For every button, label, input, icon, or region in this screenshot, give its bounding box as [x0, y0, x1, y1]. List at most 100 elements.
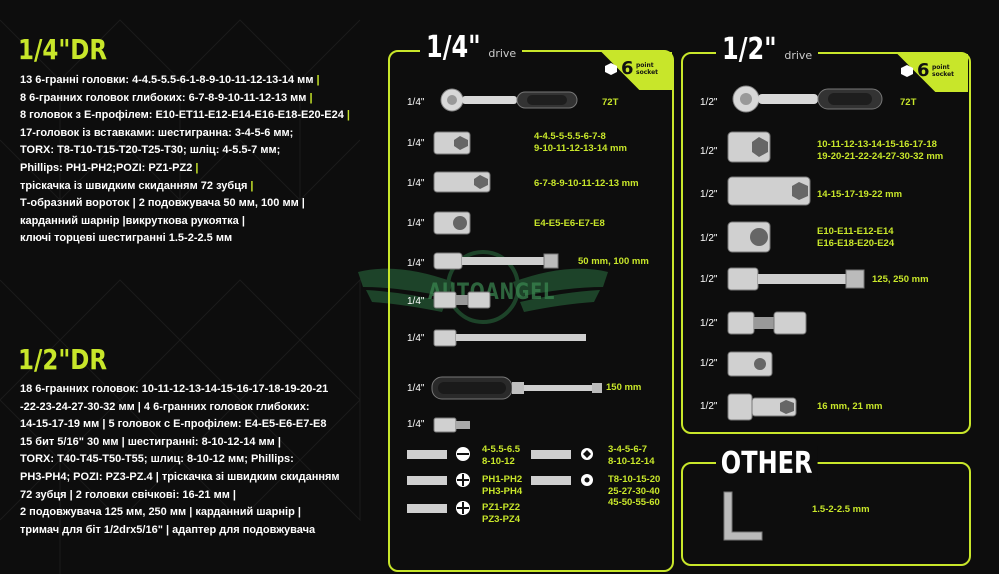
- spec-line: 8 6-гранних головок глибоких: 6-7-8-9-10…: [20, 90, 365, 108]
- other-panel: [681, 462, 971, 566]
- adapter-half-icon: [727, 393, 797, 421]
- quarter-drive-panel: [388, 50, 674, 572]
- spec-line-tail: |: [313, 74, 320, 86]
- spec-line-text: карданний шарнір: [20, 214, 120, 227]
- bits-pozi-values: PZ1-PZ2 PZ3-PZ4: [482, 502, 521, 525]
- spec-line-text: 72 зубця: [20, 488, 67, 501]
- quarter-row-label: 1/4": [407, 296, 425, 307]
- other-value: 1.5-2-2.5 mm: [812, 504, 870, 515]
- half-row-label: 1/2": [700, 97, 718, 108]
- spec-line-text: 15 бит 5/16" 30 мм: [20, 435, 119, 448]
- spec-line: ключі торцеві шестигранні 1.5-2-2.5 мм: [20, 230, 365, 248]
- ratchet-icon: [440, 88, 578, 112]
- spec-line-tail: | 4 6-гранних головок глибоких:: [134, 400, 310, 413]
- quarter-row-label: 1/4": [407, 178, 425, 189]
- spec-line-tail: |: [192, 161, 199, 174]
- bits-torx-values: T8-10-15-20 25-27-30-40 45-50-55-60: [608, 474, 661, 508]
- bits-icons-left: [407, 447, 470, 515]
- half-badge-text: point socket: [932, 64, 955, 78]
- quarter-row-label: 1/4": [407, 138, 425, 149]
- spec-line-tail: | 2 подовжувача 50 мм, 100 мм |: [129, 197, 305, 210]
- quarter-row-label: 1/4": [407, 218, 425, 229]
- spec-line-text: Phillips: PH1-PH2;POZI: PZ1-PZ2: [20, 161, 193, 174]
- half-drive-big: 1/2": [722, 32, 777, 67]
- half-drive-spec: 18 6-гранних головок: 10-11-12-13-14-15-…: [20, 381, 365, 539]
- half-drive-title: 1/2" drive: [716, 32, 819, 67]
- spec-line: 14-15-17-19 мм | 5 головок с Е-профілем:…: [20, 416, 365, 434]
- spec-line-tail: | 5 головок с Е-профілем: E4-E5-E6-E7-E8: [99, 418, 327, 431]
- half-value: 10-11-12-13-14-15-16-17-18 19-20-21-22-2…: [817, 139, 944, 162]
- spec-line: 13 6-гранні головки: 4-4.5-5.5-6-1-8-9-1…: [20, 72, 365, 90]
- spec-line: 18 6-гранних головок: 10-11-12-13-14-15-…: [20, 381, 365, 399]
- half-badge-num: 6: [917, 60, 930, 81]
- autoangel-logo-watermark: [358, 250, 608, 324]
- spec-line-text: 8 6-гранних головок глибоких: 6-7-8-9-10…: [20, 91, 307, 104]
- quarter-drive-heading: 1/4"DR: [18, 33, 108, 66]
- half-value: 14-15-17-19-22 mm: [817, 189, 903, 200]
- quarter-drive-big: 1/4": [426, 30, 481, 65]
- half-row-label: 1/2": [700, 146, 718, 157]
- socket-half-icon: [727, 131, 771, 163]
- bits-hex-values: 3-4-5-6-7 8-10-12-14: [608, 444, 655, 467]
- bits-slot-values: 4-5.5-6.5 8-10-12: [482, 444, 521, 467]
- bits-phillips-values: PH1-PH2 PH3-PH4: [482, 474, 523, 497]
- half-drive-heading: 1/2"DR: [18, 343, 108, 376]
- spec-line: тримач для біт 1/2drx5/16" | адаптер для…: [20, 522, 365, 540]
- spec-line-tail: | тріскачка зі швидким скиданням: [152, 470, 340, 483]
- spec-line: 17-головок із вставками: шестигранна: 3-…: [20, 125, 365, 143]
- spec-line-text: тримач для біт 1/2drx5/16": [20, 523, 163, 536]
- quarter-value: 6-7-8-9-10-11-12-13 mm: [534, 178, 639, 189]
- spec-line-tail: | шестигранні: 8-10-12-14 мм |: [118, 435, 281, 448]
- other-title: OTHER: [716, 446, 818, 481]
- spec-line: 15 бит 5/16" 30 мм | шестигранні: 8-10-1…: [20, 434, 365, 452]
- spec-line-text: TORX: T8-T10-T15-T20-T25-T30; шліц: 4-5.…: [20, 144, 281, 157]
- spec-line: TORX: T8-T10-T15-T20-T25-T30; шліц: 4-5.…: [20, 142, 365, 160]
- quarter-row-label: 1/4": [407, 419, 425, 430]
- spec-line: карданний шарнір |викруткова рукоятка |: [20, 213, 365, 231]
- extension-bar-icon: [433, 252, 559, 270]
- spec-line-text: TORX: T40-T45-T50-T55; шлиц: 8-10-12 мм;…: [20, 453, 294, 466]
- quarter-row-label: 1/4": [407, 258, 425, 269]
- spec-line-tail: | карданний шарнір |: [186, 506, 301, 519]
- half-drive-panel: [681, 52, 971, 434]
- bit-holder-icon: [433, 417, 470, 433]
- spec-line: тріскачка із швидким скиданням 72 зубця …: [20, 178, 365, 196]
- universal-joint-half-icon: [727, 311, 807, 335]
- quarter-drive-title: 1/4" drive: [420, 30, 523, 65]
- quarter-drive-small: drive: [488, 47, 517, 60]
- spec-line-text: Т-образний вороток: [20, 197, 130, 210]
- bits-icons-right: [531, 448, 593, 486]
- quarter-badge-text: point socket: [636, 62, 659, 76]
- hex-key-icon: [723, 491, 763, 541]
- half-row-label: 1/2": [700, 358, 718, 369]
- quarter-value: 72T: [602, 97, 619, 108]
- half-row-label: 1/2": [700, 401, 718, 412]
- spec-line: Т-образний вороток | 2 подовжувача 50 мм…: [20, 195, 365, 213]
- t-bar-icon: [433, 329, 586, 347]
- half-value: E10-E11-E12-E14 E16-E18-E20-E24: [817, 226, 895, 249]
- spec-line: Phillips: PH1-PH2;POZI: PZ1-PZ2 |: [20, 160, 365, 178]
- half-row-label: 1/2": [700, 274, 718, 285]
- half-value: 16 mm, 21 mm: [817, 401, 883, 412]
- half-row-label: 1/2": [700, 233, 718, 244]
- ratchet-half-icon: [732, 85, 883, 113]
- spark-plug-socket-icon: [727, 176, 811, 206]
- hex-icon: [605, 63, 617, 75]
- spec-line-text: PH3-PH4; POZI: PZ3-PZ.4: [20, 470, 153, 483]
- half-row-label: 1/2": [700, 318, 718, 329]
- spec-line: -22-23-24-27-30-32 мм | 4 6-гранних голо…: [20, 399, 365, 417]
- socket-icon: [433, 131, 471, 155]
- quarter-drive-spec: 13 6-гранні головки: 4-4.5-5.5-6-1-8-9-1…: [20, 72, 365, 248]
- extension-half-icon: [727, 267, 865, 291]
- spec-line: 2 подовжувача 125 мм, 250 мм | карданний…: [20, 504, 365, 522]
- spec-line-text: -22-23-24-27-30-32 мм: [20, 400, 135, 413]
- bit-holder-half-icon: [727, 351, 773, 377]
- quarter-value: 4-4.5-5-5.5-6-7-8 9-10-11-12-13-14 mm: [534, 131, 627, 154]
- spec-line-text: тріскачка із швидким скиданням 72 зубця: [20, 179, 248, 192]
- quarter-row-label: 1/4": [407, 333, 425, 344]
- spec-line: 72 зубця | 2 головки свічкові: 16-21 мм …: [20, 487, 365, 505]
- spec-line-text: ключі торцеві шестигранні 1.5-2-2.5 мм: [20, 232, 233, 245]
- spec-line-text: 17-головок із вставками: шестигранна: 3-…: [20, 126, 294, 139]
- hex-icon: [901, 65, 913, 77]
